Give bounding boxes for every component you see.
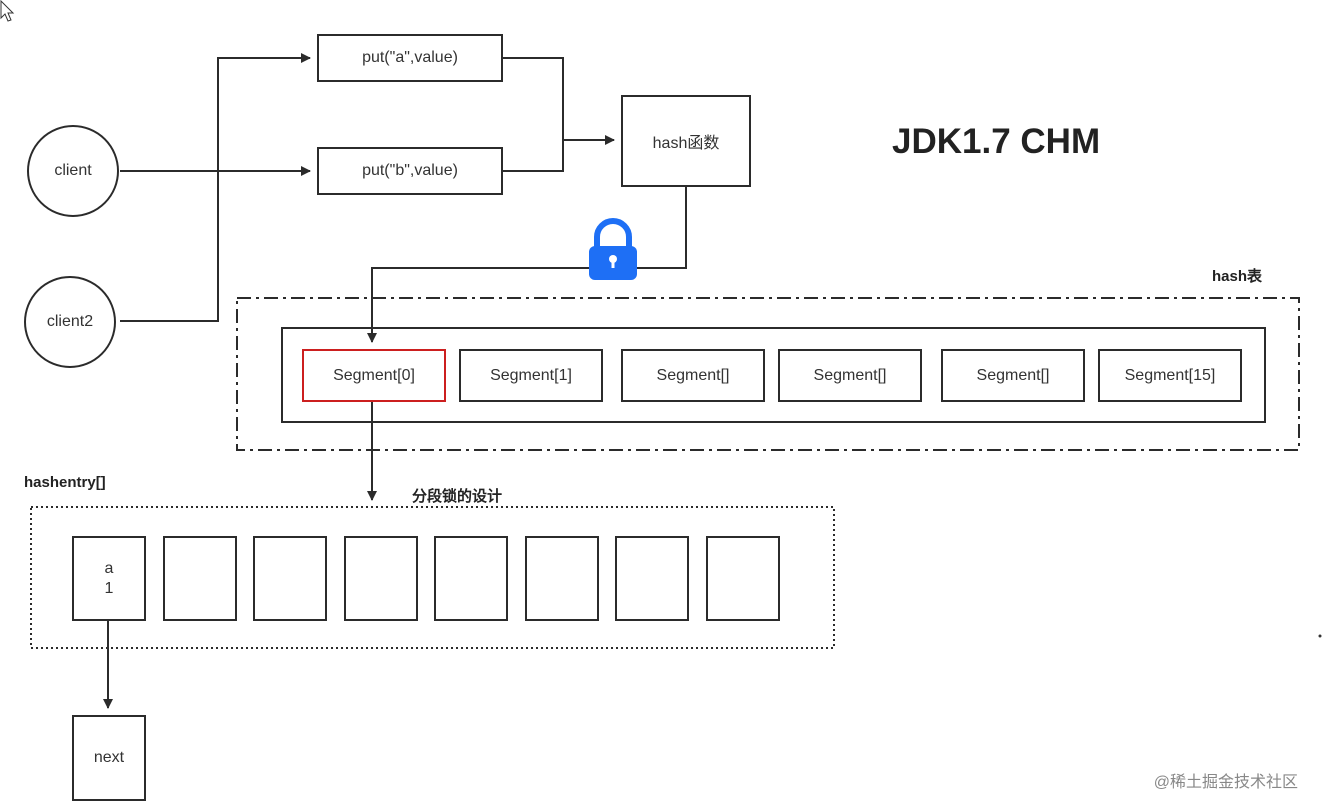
segment-node: Segment[] bbox=[941, 349, 1085, 402]
hashentry-cell bbox=[525, 536, 599, 621]
hashentry-cell: a 1 bbox=[72, 536, 146, 621]
next-label: next bbox=[93, 749, 125, 766]
segment-label: Segment[1] bbox=[490, 366, 572, 384]
edge-put-a-hash bbox=[503, 57, 564, 140]
lock-icon bbox=[589, 218, 637, 280]
entry-key: a bbox=[104, 559, 114, 577]
segment-node: Segment[] bbox=[778, 349, 922, 402]
hash-function-node: hash函数 bbox=[621, 95, 751, 187]
hash-table-label: hash表 bbox=[1212, 268, 1263, 285]
put-b-node: put("b",value) bbox=[317, 147, 503, 195]
diagram-title: JDK1.7 CHM bbox=[892, 122, 1101, 161]
segment-label: Segment[] bbox=[813, 366, 887, 384]
edge-dot bbox=[1318, 634, 1322, 638]
edge-client2-put-a bbox=[120, 53, 311, 322]
hashentry-container bbox=[30, 506, 835, 649]
segment-label: Segment[15] bbox=[1124, 366, 1216, 384]
segment-node: Segment[0] bbox=[302, 349, 446, 402]
entry-value: 1 bbox=[104, 579, 114, 597]
edge-hash-segment0 bbox=[367, 186, 687, 343]
edge-put-b-hash bbox=[503, 140, 564, 172]
segment-label: Segment[] bbox=[656, 366, 730, 384]
put-a-node: put("a",value) bbox=[317, 34, 503, 82]
client2-node: client2 bbox=[24, 276, 116, 368]
put-a-label: put("a",value) bbox=[362, 49, 458, 66]
hashentry-cell bbox=[344, 536, 418, 621]
put-b-label: put("b",value) bbox=[362, 162, 458, 179]
segment-node: Segment[15] bbox=[1098, 349, 1242, 402]
hashentry-cell bbox=[253, 536, 327, 621]
client2-label: client2 bbox=[46, 313, 94, 330]
segment-node: Segment[] bbox=[621, 349, 765, 402]
segment-array-frame bbox=[281, 327, 1266, 423]
hashentry-label: hashentry[] bbox=[24, 474, 106, 491]
client-node: client bbox=[27, 125, 119, 217]
segment-label: Segment[0] bbox=[333, 366, 415, 384]
cursor-icon bbox=[0, 0, 15, 22]
next-node: next bbox=[72, 715, 146, 801]
hashentry-cell bbox=[706, 536, 780, 621]
watermark: @稀土掘金技术社区 bbox=[1153, 774, 1298, 791]
segment-node: Segment[1] bbox=[459, 349, 603, 402]
segment-label: Segment[] bbox=[976, 366, 1050, 384]
design-label: 分段锁的设计 bbox=[412, 488, 503, 505]
hash-table-container bbox=[236, 297, 1300, 451]
hash-function-label: hash函数 bbox=[652, 135, 720, 152]
hashentry-cell bbox=[163, 536, 237, 621]
hashentry-cell bbox=[434, 536, 508, 621]
hashentry-cell bbox=[615, 536, 689, 621]
client-label: client bbox=[54, 162, 92, 179]
